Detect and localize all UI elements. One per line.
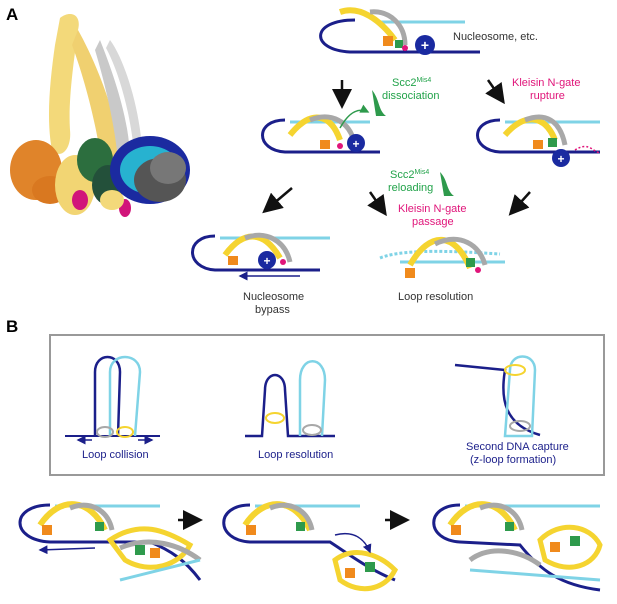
diagram-loop-resolution <box>245 360 335 438</box>
cartoon-zloop-step1 <box>18 501 202 582</box>
panel-b-inset-box <box>49 334 605 476</box>
label-scc2-reloading-2: reloading <box>388 182 433 194</box>
label-nucleosome-etc: Nucleosome, etc. <box>453 31 538 43</box>
arrow-to-bypass <box>262 187 293 214</box>
panel-a-letter: A <box>6 5 18 24</box>
label-scc2-reloading: Scc2Mis4 <box>390 169 429 181</box>
label-kleisin-rupture-1: Kleisin N-gate <box>512 77 580 89</box>
scc2-free-icon-2 <box>440 172 454 196</box>
nucleosome-icon <box>258 251 276 269</box>
label-scc2-dissociation: Scc2Mis4 <box>392 77 431 89</box>
scc2-free-icon <box>372 90 386 116</box>
label-kleisin-passage-1: Kleisin N-gate <box>398 203 466 215</box>
nucleosome-icon <box>415 35 435 55</box>
label-scc2-dissociation-2: dissociation <box>382 90 439 102</box>
label-kleisin-rupture-2: rupture <box>530 90 565 102</box>
svg-text:+: + <box>352 137 359 151</box>
cartoon-zloop-step2 <box>222 501 399 592</box>
cartoon-loop-resolution <box>379 236 505 278</box>
arrow-to-passage <box>367 191 387 217</box>
diagram-loop-collision <box>65 355 160 445</box>
svg-text:+: + <box>263 254 270 268</box>
panel-b-letter: B <box>6 317 18 336</box>
nucleosome-icon <box>552 149 570 167</box>
cartoon-nucleosome-start: + <box>319 7 480 55</box>
label-loop-collision: Loop collision <box>82 449 149 461</box>
label-second-capture-1: Second DNA capture <box>466 441 569 453</box>
label-loop-resolution-a: Loop resolution <box>398 291 473 303</box>
cartoon-kleisin-rupture: + <box>476 114 601 167</box>
cartoon-scc2-dissociated: + <box>261 104 380 154</box>
arrow-down-right <box>485 79 505 105</box>
cartoon-zloop-step3 <box>432 501 603 592</box>
arrow-to-resolution <box>508 191 531 216</box>
svg-text:+: + <box>557 152 564 166</box>
diagram-second-dna-capture <box>454 355 541 438</box>
label-kleisin-passage-2: passage <box>412 216 454 228</box>
label-second-capture-2: (z-loop formation) <box>470 454 556 466</box>
label-nucleosome-bypass-1: Nucleosome <box>243 291 304 303</box>
cohesin-structure-image <box>10 14 190 217</box>
nucleosome-icon <box>347 134 365 152</box>
label-nucleosome-bypass-2: bypass <box>255 304 290 316</box>
svg-text:+: + <box>421 37 429 53</box>
label-loop-resolution-b: Loop resolution <box>258 449 333 461</box>
cartoon-nucleosome-bypass: + <box>191 232 330 281</box>
